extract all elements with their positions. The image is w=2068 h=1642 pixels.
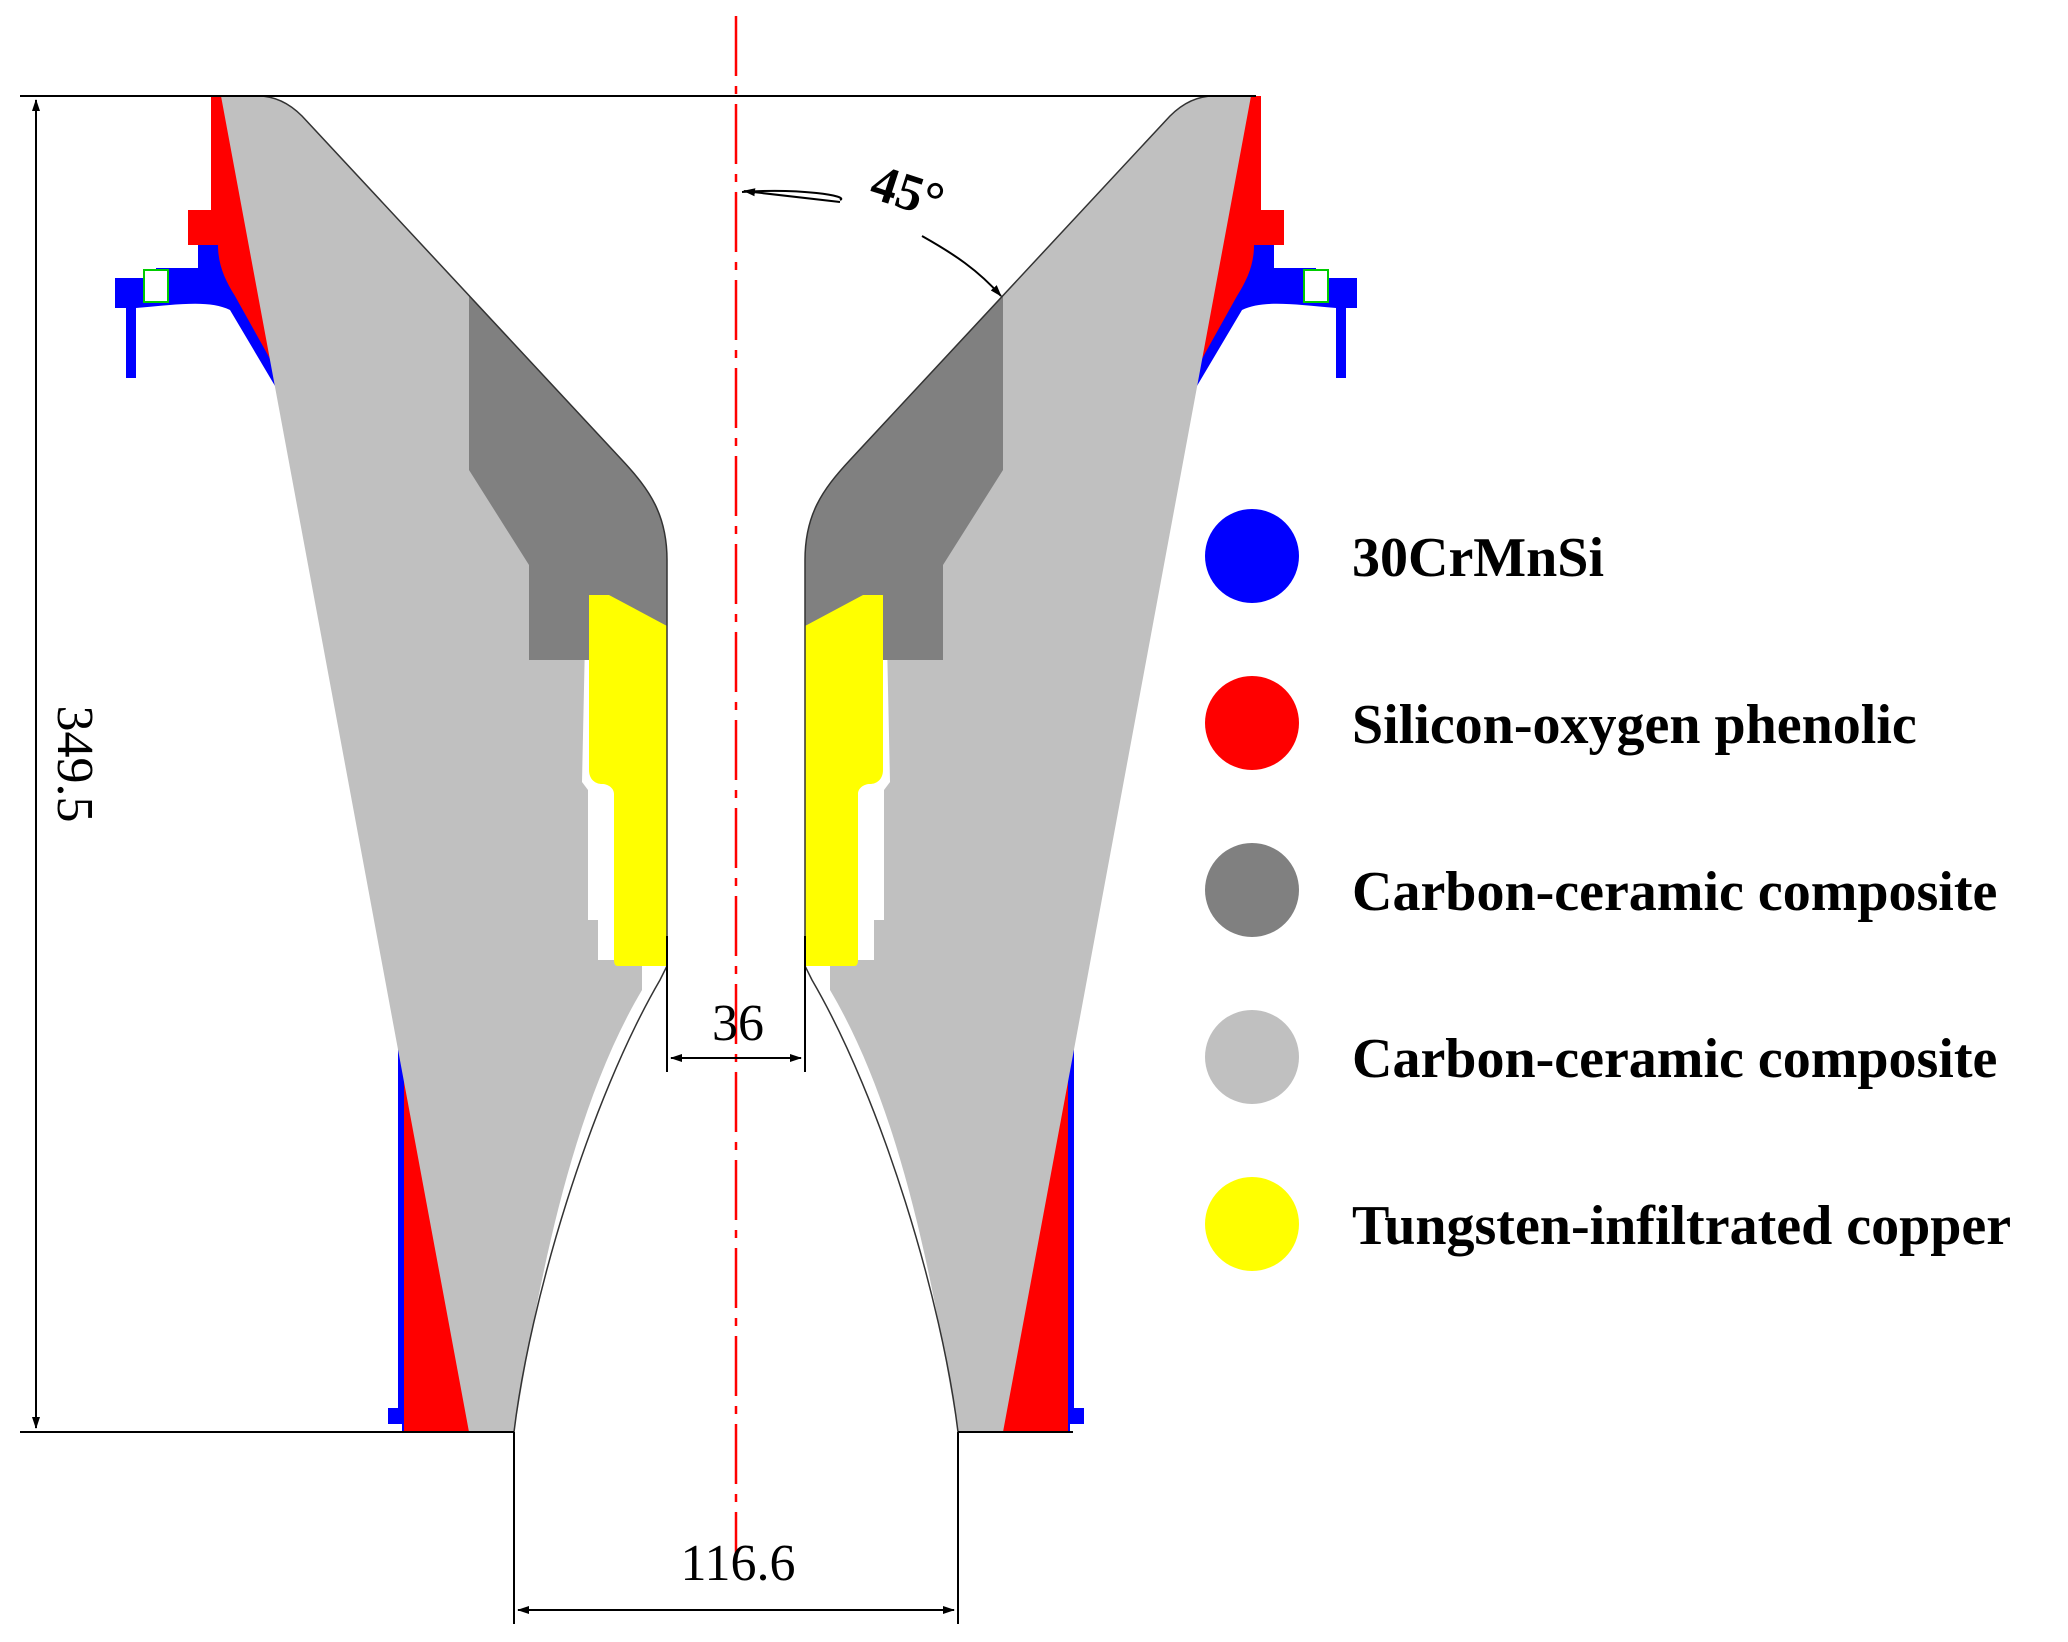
legend-swatch xyxy=(1205,1177,1299,1271)
legend-item: Carbon-ceramic composite xyxy=(1205,1010,1997,1104)
throat-dimension-label: 36 xyxy=(712,995,764,1052)
nozzle-right-half xyxy=(804,95,1357,1433)
angle-annotation: 45° xyxy=(741,154,1002,297)
legend-swatch xyxy=(1205,509,1299,603)
tungsten-insert-right xyxy=(805,595,883,966)
legend-item: Carbon-ceramic composite xyxy=(1205,843,1997,937)
bolt-left xyxy=(143,269,169,303)
legend-label: Carbon-ceramic composite xyxy=(1352,861,1997,923)
legend-label: Silicon-oxygen phenolic xyxy=(1352,694,1917,756)
nozzle-left-half xyxy=(115,95,668,1433)
angle-label: 45° xyxy=(864,154,951,231)
dark-ccc-left xyxy=(469,296,667,660)
height-dimension: 349.5 xyxy=(20,95,1256,1433)
light-ccc-right-fill xyxy=(1003,96,1251,548)
exit-dimension-label: 116.6 xyxy=(680,1535,795,1592)
legend-swatch xyxy=(1205,843,1299,937)
dark-ccc-right xyxy=(805,296,1003,660)
light-ccc-right xyxy=(830,96,1251,1432)
exit-dimension: 116.6 xyxy=(513,1432,959,1624)
throat-dimension: 36 xyxy=(666,936,806,1072)
bolt-right xyxy=(1303,269,1329,303)
tungsten-insert-left xyxy=(589,595,667,966)
light-ccc-left-fill xyxy=(221,96,469,548)
legend-item: Tungsten-infiltrated copper xyxy=(1205,1177,2011,1271)
legend-label: 30CrMnSi xyxy=(1352,527,1604,589)
legend-item: Silicon-oxygen phenolic xyxy=(1205,676,1917,770)
legend-label: Tungsten-infiltrated copper xyxy=(1352,1195,2011,1257)
legend-swatch xyxy=(1205,1010,1299,1104)
light-ccc-left xyxy=(221,96,642,1432)
legend-item: 30CrMnSi xyxy=(1205,509,1604,603)
legend-label: Carbon-ceramic composite xyxy=(1352,1028,1997,1090)
height-dimension-label: 349.5 xyxy=(46,706,103,823)
legend-swatch xyxy=(1205,676,1299,770)
